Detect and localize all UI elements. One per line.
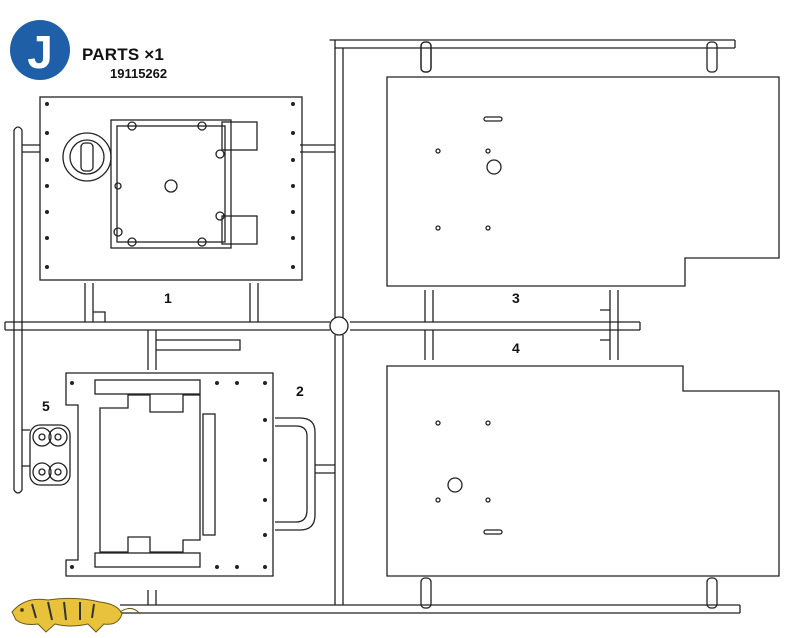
part-2	[65, 372, 274, 577]
part-number-4: 4	[512, 340, 520, 356]
sprue-letter: J	[27, 26, 53, 78]
part-number-1: 1	[164, 290, 172, 306]
part-number-5: 5	[42, 398, 50, 414]
parts-title: PARTS ×1	[82, 45, 165, 64]
part-2-rivets	[70, 381, 267, 569]
part-5	[29, 424, 71, 486]
sprue-badge: J	[10, 20, 70, 80]
part-number-3: 3	[512, 290, 520, 306]
part-4	[386, 365, 780, 577]
part-3	[386, 76, 780, 287]
runner-frame	[4, 39, 741, 614]
part-number-2: 2	[296, 383, 304, 399]
part-1	[39, 96, 303, 281]
part-code: 19115262	[110, 66, 168, 81]
tiger-logo	[11, 597, 141, 633]
part-1-rivets	[45, 102, 295, 269]
